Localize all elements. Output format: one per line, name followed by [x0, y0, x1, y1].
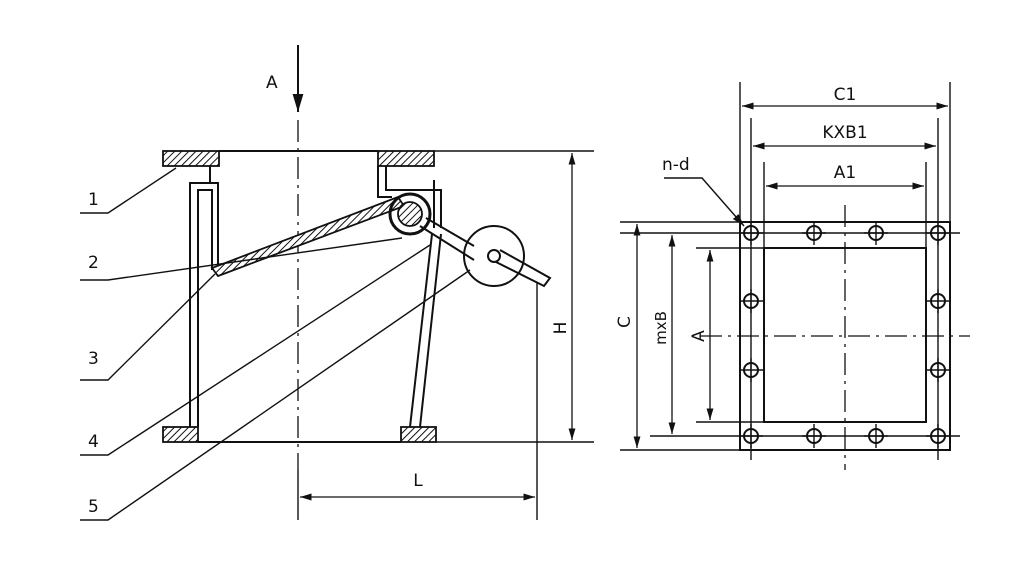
dim-height-label: H [551, 322, 571, 335]
side-view: A H [80, 45, 594, 521]
callout-5: 5 [88, 497, 99, 517]
bolt-hole [802, 424, 826, 448]
left-wall [189, 182, 219, 427]
bottom-flange-left [162, 426, 199, 443]
bottom-flange-right [400, 426, 437, 443]
bolt-hole [926, 358, 950, 382]
leader-3 [80, 273, 216, 381]
dim-kxb1-label: KXB1 [822, 123, 867, 143]
top-flange-left [162, 150, 220, 167]
bolt-hole [739, 221, 763, 245]
right-housing [385, 166, 442, 228]
leader-1 [80, 167, 177, 214]
flap-plate [210, 195, 406, 278]
bolt-hole [864, 424, 888, 448]
pivot-housing [388, 192, 432, 236]
bolt-hole [926, 289, 950, 313]
right-wall-slant-inner [409, 233, 433, 428]
leader-2 [80, 237, 403, 281]
bolt-holes [739, 221, 950, 448]
bolt-hole [739, 424, 763, 448]
counterweight [463, 225, 525, 287]
bolt-hole [926, 221, 950, 245]
bolt-hole [739, 289, 763, 313]
pivot-shaft [397, 201, 423, 227]
view-arrow-label: A [266, 73, 278, 93]
dim-c1-label: C1 [834, 85, 857, 105]
callout-4: 4 [88, 432, 99, 452]
right-wall-top [377, 166, 392, 198]
bolt-hole [802, 221, 826, 245]
bolt-hole [864, 221, 888, 245]
top-flange-right [377, 150, 435, 167]
bolt-hole [926, 424, 950, 448]
callout-1: 1 [88, 190, 99, 210]
dim-a1-label: A1 [834, 163, 856, 183]
counterweight-hub [487, 249, 501, 263]
dim-a-label: A [689, 330, 709, 342]
callout-3: 3 [88, 349, 99, 369]
bolt-hole [739, 358, 763, 382]
dim-length-label: L [413, 471, 423, 491]
dim-c-label: C [615, 316, 635, 328]
front-view: C1 KXB1 A1 C mxB A n-d [615, 82, 970, 470]
dim-mxb-label: mxB [652, 311, 670, 345]
callout-2: 2 [88, 253, 99, 273]
hole-spec-label: n-d [662, 155, 690, 175]
hole-spec-leader [664, 177, 745, 227]
lever-tail [495, 249, 552, 288]
leader-5 [80, 269, 471, 521]
leader-4 [80, 244, 431, 456]
right-wall-slant-outer [419, 233, 442, 428]
left-wall-inner [197, 189, 213, 427]
